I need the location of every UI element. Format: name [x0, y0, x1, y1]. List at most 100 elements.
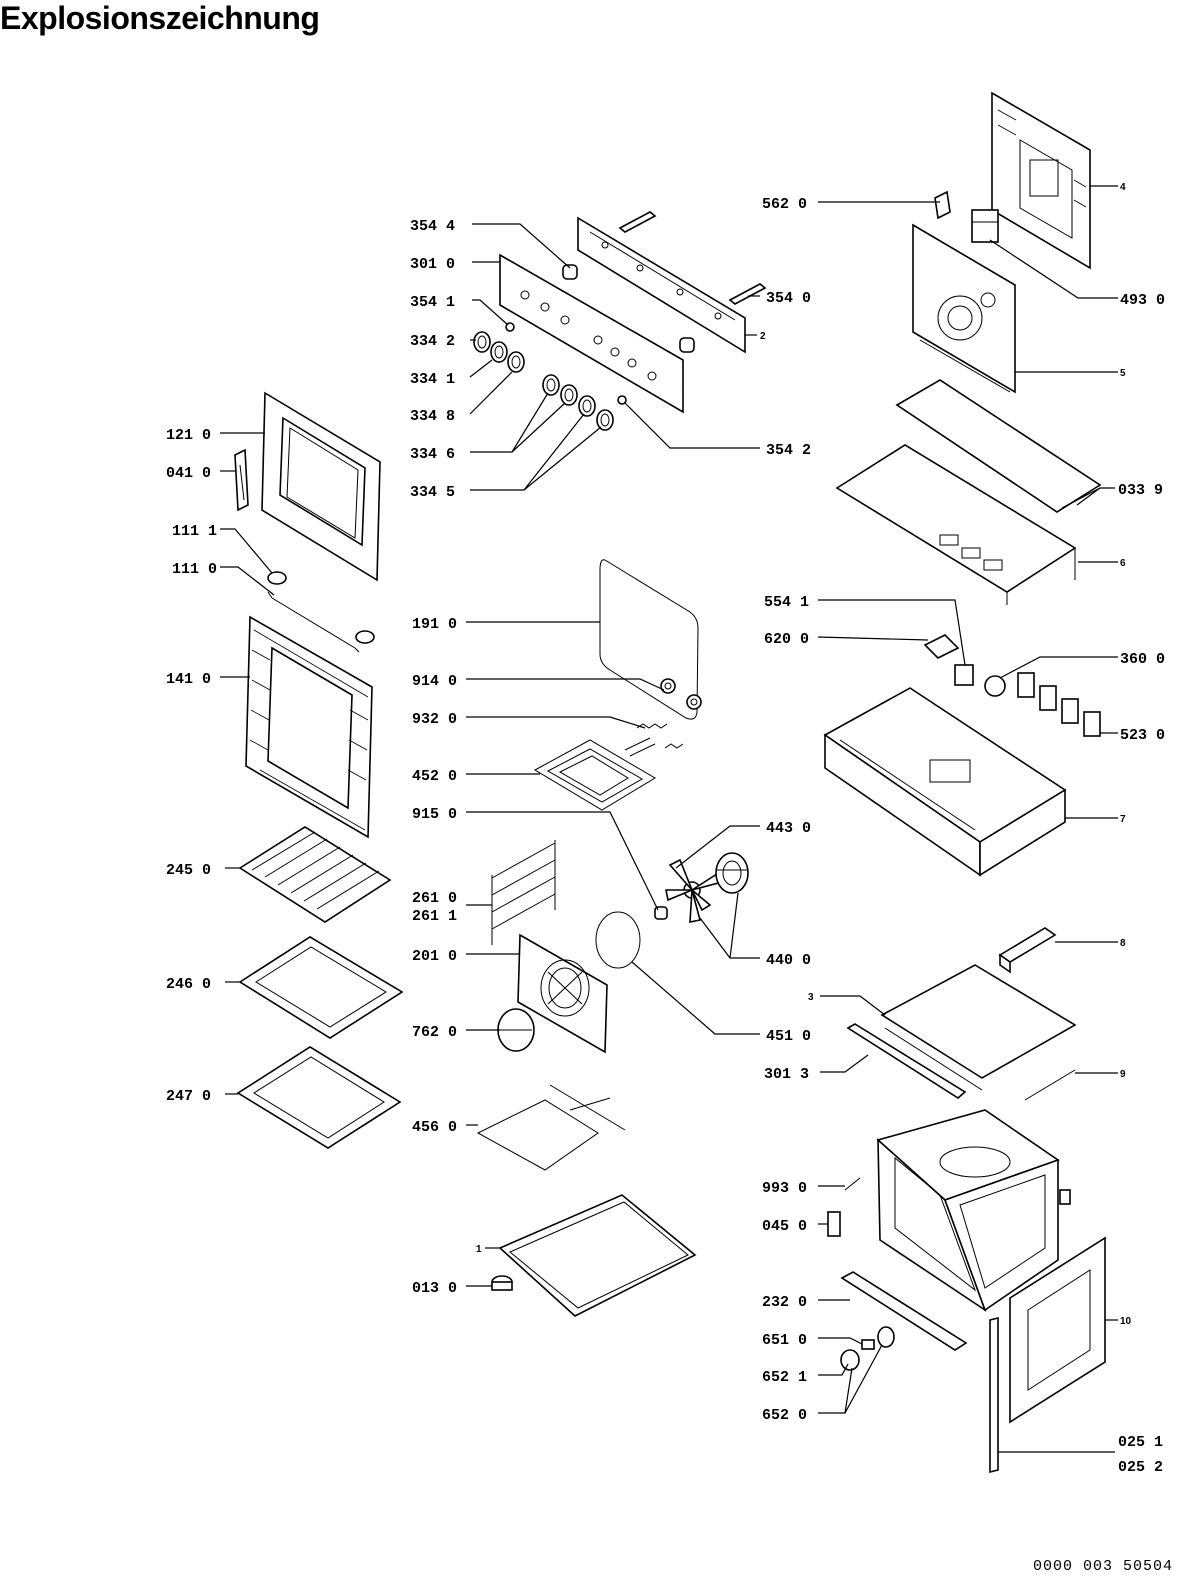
shelf-runner-rack	[491, 840, 556, 945]
label-261-0: 261 0	[412, 890, 457, 907]
fan-shroud-panel	[912, 223, 1016, 394]
wire-shelf	[238, 826, 392, 923]
nut-914	[660, 678, 676, 694]
label-334-8: 334 8	[410, 408, 455, 425]
transformer-493	[971, 209, 999, 243]
baking-tray-246	[238, 936, 404, 1039]
label-111-1: 111 1	[172, 523, 217, 540]
top-cover-plate	[835, 444, 1077, 605]
bottom-trim-232	[840, 1271, 968, 1351]
label-360-0: 360 0	[1120, 651, 1165, 668]
label-451-0: 451 0	[766, 1028, 811, 1045]
label-num-7: 7	[1120, 814, 1126, 825]
label-993-0: 993 0	[762, 1180, 807, 1197]
label-045-0: 045 0	[762, 1218, 807, 1235]
front-control-panel	[499, 253, 684, 414]
rod-9	[1024, 1069, 1076, 1101]
front-strip-301-3	[846, 1023, 967, 1099]
thermostat-360	[984, 675, 1006, 697]
label-493-0: 493 0	[1120, 292, 1165, 309]
label-554-1: 554 1	[764, 594, 809, 611]
oven-cavity	[876, 1109, 1071, 1313]
label-num-8: 8	[1120, 938, 1126, 949]
grill-heating-element	[533, 737, 656, 811]
bottom-plate	[498, 1194, 697, 1317]
label-762-0: 762 0	[412, 1024, 457, 1041]
control-panel-back-plate	[577, 216, 746, 354]
label-013-0: 013 0	[412, 1280, 457, 1297]
knob-334-6a	[542, 374, 560, 396]
label-111-0: 111 0	[172, 561, 217, 578]
knob-334-5b	[596, 409, 614, 431]
label-652-1: 652 1	[762, 1369, 807, 1386]
label-num-1: 1	[476, 1244, 482, 1255]
bracket-strip-8	[998, 927, 1057, 974]
spring-932	[636, 723, 684, 749]
label-041-0: 041 0	[166, 465, 211, 482]
oven-base-plate	[880, 964, 1077, 1091]
label-334-6: 334 6	[410, 446, 455, 463]
label-191-0: 191 0	[412, 616, 457, 633]
label-247-0: 247 0	[166, 1088, 211, 1105]
label-num-5: 5	[1120, 368, 1126, 379]
side-trim-025	[989, 1316, 999, 1474]
label-440-0: 440 0	[766, 952, 811, 969]
insulation-strip	[895, 379, 1102, 513]
spindle-lower	[679, 337, 695, 353]
label-246-0: 246 0	[166, 976, 211, 993]
label-334-1: 334 1	[410, 371, 455, 388]
document-code: 0000 003 50504	[1032, 1558, 1173, 1575]
side-panel-10	[1009, 1236, 1106, 1424]
leader-lines	[220, 185, 1118, 1453]
label-232-0: 232 0	[762, 1294, 807, 1311]
rear-cover-panel	[991, 91, 1091, 270]
nut-914b	[686, 694, 702, 710]
door-inner-frame	[261, 391, 381, 582]
electronics-housing	[823, 687, 1067, 877]
label-354-0: 354 0	[766, 290, 811, 307]
page-title: Explosionszeichnung	[0, 0, 320, 36]
knob-334-2	[473, 331, 491, 353]
bracket-045	[827, 1211, 841, 1237]
label-354-1: 354 1	[410, 294, 455, 311]
label-025-1: 025 1	[1118, 1434, 1163, 1451]
baking-tray-247	[236, 1046, 402, 1149]
switch-block-523	[1017, 672, 1101, 737]
label-num-4: 4	[1120, 182, 1126, 193]
rod-top	[618, 211, 657, 233]
relay-554	[954, 664, 974, 686]
round-cover-plate	[497, 1008, 535, 1052]
knob-334-1	[490, 341, 508, 363]
foot-013	[491, 1275, 513, 1291]
label-562-0: 562 0	[762, 196, 807, 213]
label-651-0: 651 0	[762, 1332, 807, 1349]
lower-heating-element	[476, 1084, 626, 1171]
label-354-4: 354 4	[410, 218, 455, 235]
label-141-0: 141 0	[166, 671, 211, 688]
fan-motor	[715, 852, 749, 894]
handle-end-cap-111-1	[267, 571, 287, 585]
label-334-5: 334 5	[410, 484, 455, 501]
rod-right	[728, 283, 767, 305]
label-301-0: 301 0	[410, 256, 455, 273]
part-651	[861, 1339, 875, 1350]
label-201-0: 201 0	[412, 948, 457, 965]
label-652-0: 652 0	[762, 1407, 807, 1424]
label-245-0: 245 0	[166, 862, 211, 879]
label-num-9: 9	[1120, 1069, 1126, 1080]
label-261-1: 261 1	[412, 908, 457, 925]
connector-620	[923, 634, 960, 659]
knob-652-0	[877, 1326, 895, 1348]
label-025-2: 025 2	[1118, 1459, 1163, 1476]
label-456-0: 456 0	[412, 1119, 457, 1136]
label-620-0: 620 0	[764, 631, 809, 648]
knob-334-8	[507, 351, 525, 373]
part-labels: 354 4 301 0 354 1 334 2 334 1 334 8 334 …	[166, 182, 1165, 1476]
knob-334-5a	[578, 395, 596, 417]
fan-blade	[665, 858, 723, 923]
fan-heating-ring	[595, 911, 641, 969]
label-num-6: 6	[1120, 558, 1126, 569]
small-part-354-2	[617, 395, 627, 405]
label-915-0: 915 0	[412, 806, 457, 823]
